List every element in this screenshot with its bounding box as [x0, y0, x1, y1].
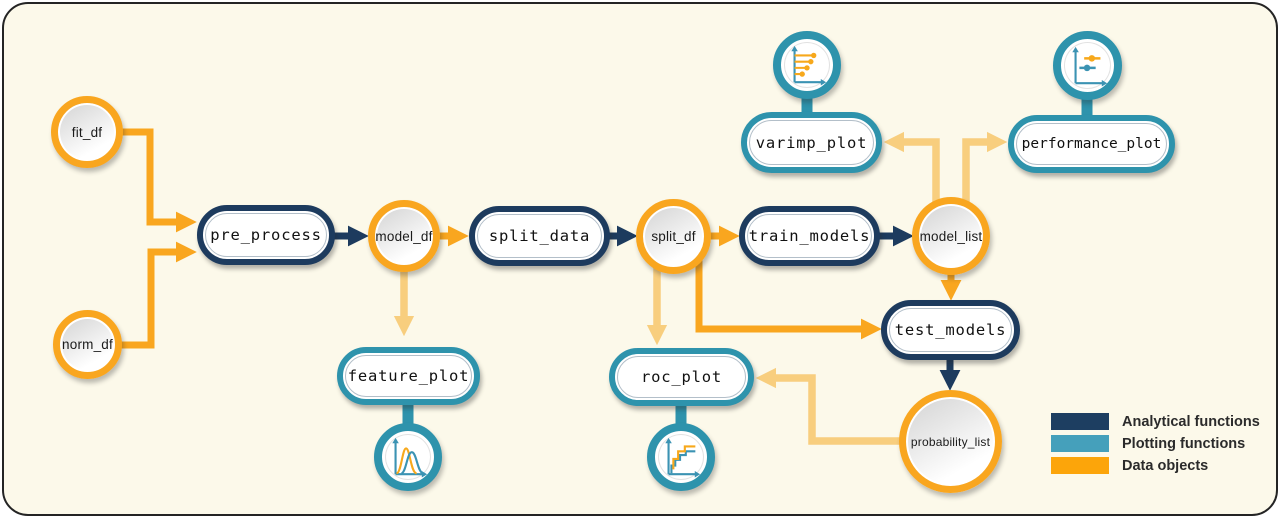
- node-label: model_df: [375, 228, 433, 244]
- node-fit-df: fit_df: [51, 96, 123, 168]
- node-pre-process: pre_process: [197, 205, 335, 265]
- node-label: norm_df: [62, 337, 113, 352]
- lollipop-chart-icon: [791, 45, 827, 86]
- legend-label: Plotting functions: [1122, 435, 1246, 452]
- node-label: probability_list: [910, 434, 991, 449]
- edge-model-list-to-varimp-plot: [883, 131, 940, 204]
- legend-label: Analytical functions: [1122, 413, 1260, 430]
- legend-swatch-plotting: [1051, 435, 1109, 452]
- performance-plot-icon-circle: [1053, 31, 1122, 100]
- node-label: roc_plot: [640, 368, 723, 386]
- feature-plot-icon-circle: [374, 423, 442, 491]
- node-test-models: test_models: [881, 300, 1020, 360]
- node-norm-df: norm_df: [53, 310, 122, 379]
- edge-split-df-to-test-models: [695, 244, 882, 340]
- node-label: model_list: [919, 228, 983, 244]
- node-model-list: model_list: [912, 197, 990, 275]
- legend-item-analytical: Analytical functions: [1051, 413, 1260, 430]
- legend-label: Data objects: [1122, 457, 1209, 474]
- node-label: fit_df: [71, 124, 103, 140]
- legend-swatch-data: [1051, 457, 1109, 474]
- roc-curves-icon: [665, 437, 701, 478]
- edge-norm-df-to-pre-process: [94, 241, 197, 349]
- varimp-plot-icon-circle: [773, 31, 841, 99]
- legend-item-plotting: Plotting functions: [1051, 435, 1260, 452]
- node-roc-plot: roc_plot: [609, 348, 754, 406]
- node-split-df: split_df: [636, 199, 711, 274]
- node-label: test_models: [894, 321, 1007, 339]
- roc-plot-icon-circle: [647, 423, 715, 491]
- node-label: train_models: [748, 227, 871, 245]
- node-probability-list: probability_list: [899, 390, 1002, 493]
- legend-swatch-analytical: [1051, 413, 1109, 430]
- edge-model-list-to-performance-plot: [962, 131, 1008, 204]
- node-feature-plot: feature_plot: [337, 347, 480, 405]
- node-label: varimp_plot: [755, 133, 868, 152]
- node-varimp-plot: varimp_plot: [741, 112, 882, 173]
- node-label: performance_plot: [1021, 136, 1162, 152]
- node-performance-plot: performance_plot: [1008, 115, 1175, 173]
- node-label: split_df: [651, 229, 696, 244]
- legend-item-data: Data objects: [1051, 457, 1260, 474]
- node-train-models: train_models: [739, 206, 880, 266]
- node-split-data: split_data: [469, 206, 610, 266]
- legend: Analytical functions Plotting functions …: [1051, 413, 1260, 474]
- node-label: feature_plot: [347, 367, 470, 385]
- density-curves-icon: [392, 437, 428, 478]
- node-model-df: model_df: [368, 200, 440, 272]
- node-label: pre_process: [210, 226, 322, 244]
- point-range-chart-icon: [1071, 46, 1107, 86]
- node-label: split_data: [488, 227, 591, 245]
- edge-probability-list-to-roc-plot: [755, 367, 924, 445]
